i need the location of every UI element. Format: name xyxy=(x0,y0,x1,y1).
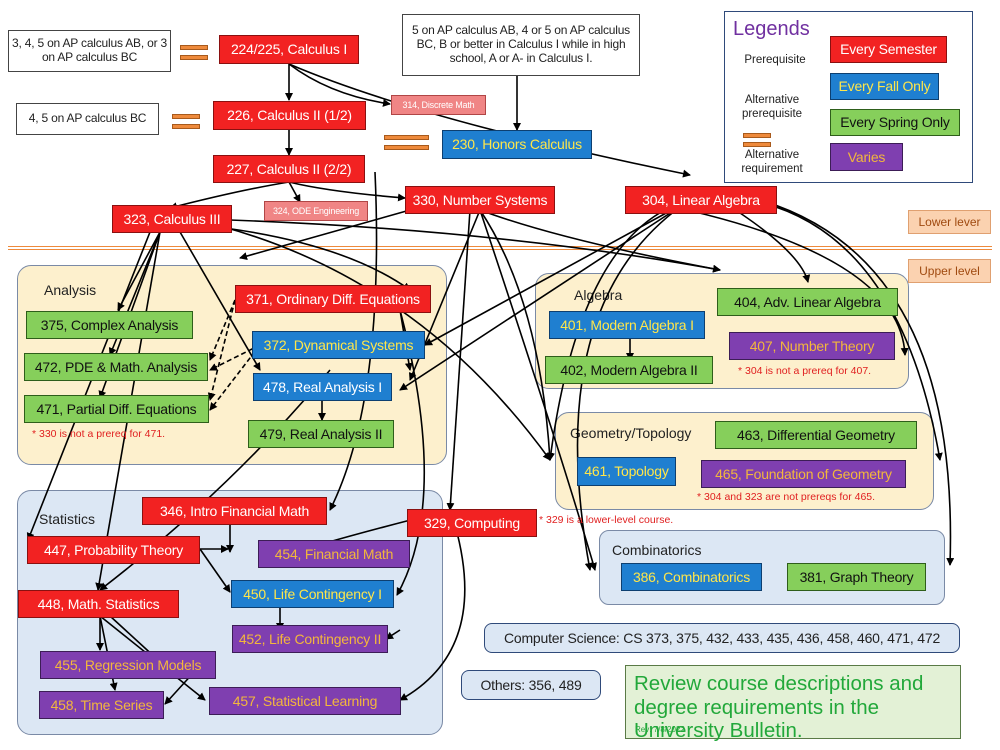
course-407[interactable]: 407, Number Theory xyxy=(729,332,895,360)
course-402[interactable]: 402, Modern Algebra II xyxy=(545,356,713,384)
combinatorics-label: Combinatorics xyxy=(612,542,702,558)
legend-alt-prerequisite: Alternative prerequisite xyxy=(741,94,803,120)
legend-title: Legends xyxy=(733,18,810,40)
course-447[interactable]: 447, Probability Theory xyxy=(27,536,200,564)
equivalence-marker-honors xyxy=(384,135,429,140)
course-471[interactable]: 471, Partial Diff. Equations xyxy=(24,395,209,423)
course-371[interactable]: 371, Ordinary Diff. Equations xyxy=(235,285,431,313)
legend-every-spring: Every Spring Only xyxy=(830,109,960,136)
upper-level-tag: Upper level xyxy=(908,259,991,283)
legend: Legends Prerequisite Alternative prerequ… xyxy=(724,11,973,183)
equivalence-marker-calc1 xyxy=(180,55,208,60)
legend-alt-requirement: Alternative requirement xyxy=(741,149,803,175)
course-230[interactable]: 230, Honors Calculus xyxy=(442,130,592,159)
computer-science-courses: Computer Science: CS 373, 375, 432, 433,… xyxy=(484,623,960,653)
course-463[interactable]: 463, Differential Geometry xyxy=(715,421,917,449)
course-330[interactable]: 330, Number Systems xyxy=(405,186,555,214)
course-450[interactable]: 450, Life Contingency I xyxy=(231,580,394,608)
note-407: * 304 is not a prereq for 407. xyxy=(738,365,872,377)
legend-every-fall: Every Fall Only xyxy=(830,73,939,100)
course-478[interactable]: 478, Real Analysis I xyxy=(253,373,392,401)
geometry-label: Geometry/Topology xyxy=(570,425,692,441)
honors-credit-note: 5 on AP calculus AB, 4 or 5 on AP calcul… xyxy=(402,14,640,76)
calc2-ap-credit-note: 4, 5 on AP calculus BC xyxy=(16,103,159,135)
course-465[interactable]: 465, Foundation of Geometry xyxy=(701,460,906,488)
course-401[interactable]: 401, Modern Algebra I xyxy=(549,311,705,339)
course-454[interactable]: 454, Financial Math xyxy=(258,540,410,568)
course-346[interactable]: 346, Intro Financial Math xyxy=(142,497,327,525)
review-text: Review course descriptions and degree re… xyxy=(634,672,924,743)
course-461[interactable]: 461, Topology xyxy=(577,457,676,486)
revision-date: Rev: 7/8/2022 xyxy=(635,725,685,734)
equivalence-marker-calc2 xyxy=(172,114,200,119)
course-452[interactable]: 452, Life Contingency II xyxy=(232,625,388,653)
review-bulletin-box: Review course descriptions and degree re… xyxy=(625,665,961,742)
other-courses: Others: 356, 489 xyxy=(461,670,601,700)
calc1-ap-credit-note: 3, 4, 5 on AP calculus AB, or 3 on AP ca… xyxy=(8,30,171,72)
legend-every-semester: Every Semester xyxy=(830,36,947,63)
course-304[interactable]: 304, Linear Algebra xyxy=(625,186,777,214)
course-479[interactable]: 479, Real Analysis II xyxy=(248,420,394,448)
course-372[interactable]: 372, Dynamical Systems xyxy=(252,331,425,359)
course-314[interactable]: 314, Discrete Math xyxy=(391,95,486,115)
course-224[interactable]: 224/225, Calculus I xyxy=(219,35,359,64)
course-448[interactable]: 448, Math. Statistics xyxy=(18,590,179,618)
note-465: * 304 and 323 are not prereqs for 465. xyxy=(697,491,876,503)
course-323[interactable]: 323, Calculus III xyxy=(112,205,232,233)
course-226[interactable]: 226, Calculus II (1/2) xyxy=(213,101,366,130)
lower-level-tag: Lower lever xyxy=(908,210,991,234)
equivalence-marker-calc2 xyxy=(172,124,200,129)
statistics-label: Statistics xyxy=(39,511,96,527)
legend-prerequisite: Prerequisite xyxy=(744,54,806,66)
note-329: * 329 is a lower-level course. xyxy=(539,514,674,526)
course-386[interactable]: 386, Combinatorics xyxy=(621,563,762,591)
legend-alt-requirement-marker xyxy=(743,133,771,138)
note-471: * 330 is not a prereq for 471. xyxy=(32,428,166,440)
legend-alt-requirement-marker xyxy=(743,142,771,147)
equivalence-marker-calc1 xyxy=(180,45,208,50)
course-375[interactable]: 375, Complex Analysis xyxy=(26,311,193,339)
course-381[interactable]: 381, Graph Theory xyxy=(787,563,926,591)
course-227[interactable]: 227, Calculus II (2/2) xyxy=(213,155,365,183)
course-404[interactable]: 404, Adv. Linear Algebra xyxy=(717,288,898,316)
course-458[interactable]: 458, Time Series xyxy=(39,691,164,719)
equivalence-marker-honors xyxy=(384,145,429,150)
analysis-label: Analysis xyxy=(44,282,97,298)
course-457[interactable]: 457, Statistical Learning xyxy=(209,687,401,715)
course-329[interactable]: 329, Computing xyxy=(407,509,537,537)
legend-varies: Varies xyxy=(830,143,903,171)
course-324[interactable]: 324, ODE Engineering xyxy=(264,201,368,221)
course-472[interactable]: 472, PDE & Math. Analysis xyxy=(24,353,208,381)
course-455[interactable]: 455, Regression Models xyxy=(40,651,216,679)
